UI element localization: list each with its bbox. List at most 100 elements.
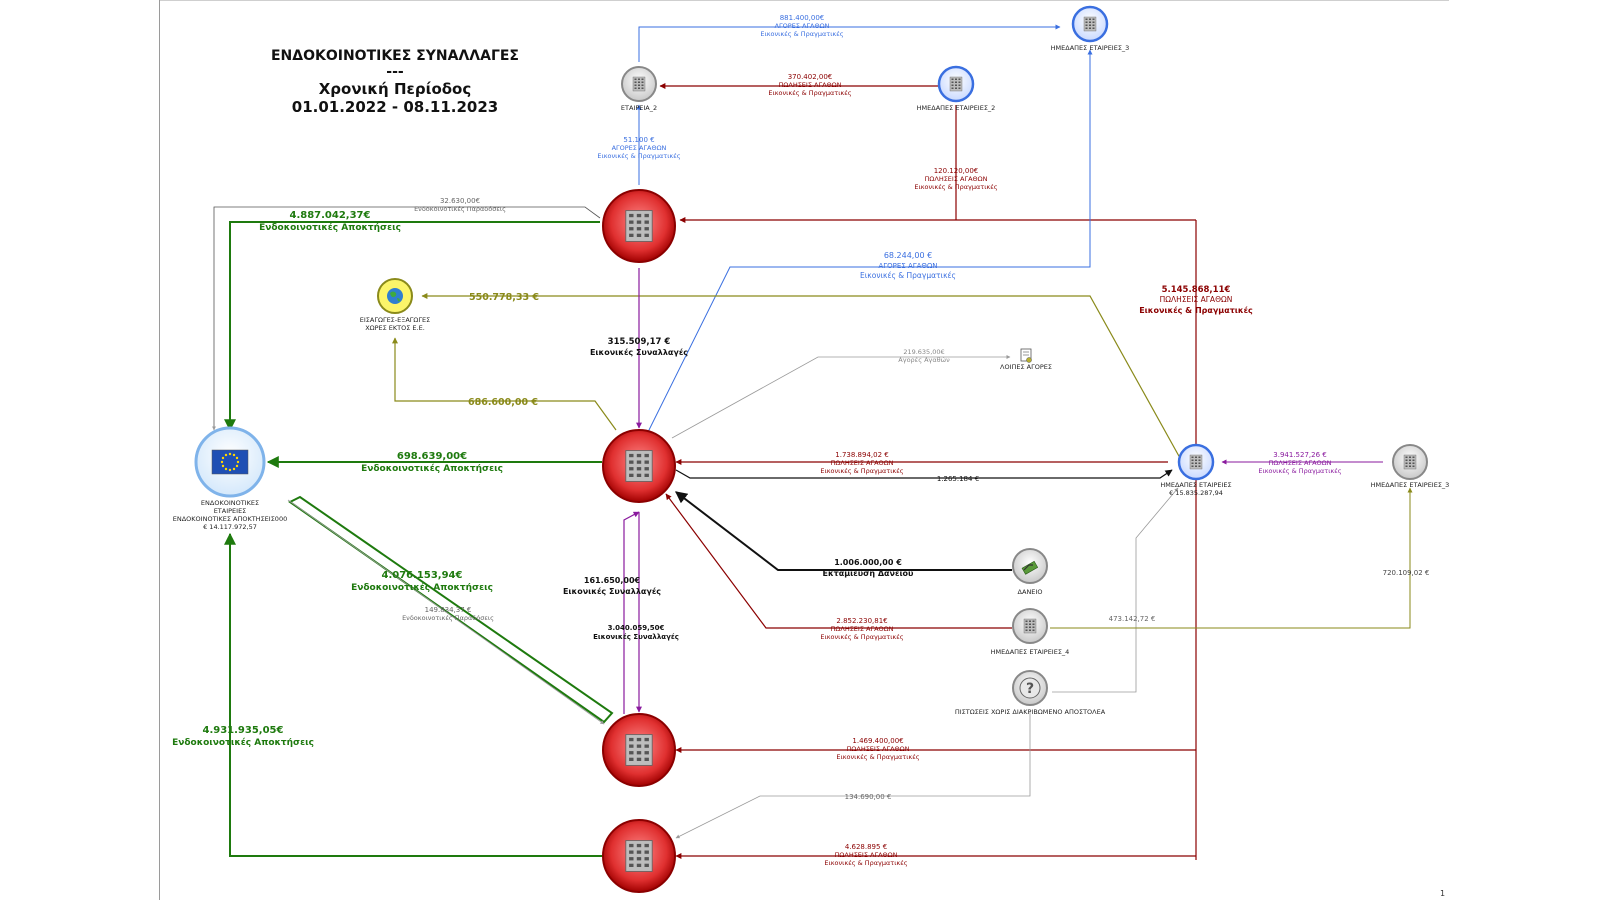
eisagoges-label-2: ΧΩΡΕΣ ΕΚΤΟΣ Ε.Ε. (365, 324, 425, 332)
company-node-main[interactable] (602, 429, 676, 503)
e550-amount: 550.778,33 € (469, 292, 539, 303)
e68-type: ΑΓΟΡΕΣ ΑΓΑΘΩΝ (878, 262, 937, 270)
hmedapes-main-label-2: € 15.835.287,94 (1169, 489, 1223, 497)
e1738-amount: 1.738.894,02 € (835, 451, 888, 459)
e4931-amount: 4.931.935,05€ (203, 725, 284, 736)
pistoseis-node[interactable]: ? (1012, 670, 1048, 706)
building-icon (1189, 454, 1203, 470)
etaireia2-node[interactable] (621, 66, 657, 102)
e1469-amount: 1.469.400,00€ (852, 737, 903, 745)
loipes-node[interactable] (1020, 348, 1032, 363)
edge-line-161[interactable] (623, 511, 640, 714)
building-icon (632, 76, 646, 92)
edge-line-720[interactable] (1050, 487, 1413, 629)
edge-line-4887[interactable] (224, 221, 600, 432)
e51-amount: 51.100 € (623, 136, 654, 144)
company-node-top[interactable] (602, 189, 676, 263)
e161-amount: 161.650,00€ (584, 576, 641, 585)
e315-sub: Εικονικές Συναλλαγές (590, 347, 688, 357)
nodes-layer: ? (194, 5, 1428, 893)
eu-flag-icon (211, 449, 249, 475)
e3040-sub: Εικονικές Συναλλαγές (593, 633, 679, 641)
e4076-sub: Ενδοκοινοτικές Αποκτήσεις (351, 582, 493, 593)
e4628-sub: Εικονικές & Πραγματικές (824, 859, 907, 867)
hmedapes3-right-node[interactable] (1392, 444, 1428, 480)
e120-amount: 120.120,00€ (934, 167, 979, 175)
e720-amount: 720.109,02 € (1383, 569, 1430, 577)
eu-node[interactable] (194, 426, 266, 498)
title-line-3: Χρονική Περίοδος (318, 80, 472, 98)
e51-type: ΑΓΟΡΕΣ ΑΓΑΘΩΝ (612, 144, 667, 152)
e219-sub: Αγορές Αγαθών (898, 356, 950, 364)
building-icon (949, 76, 963, 92)
hmedapes-main-label-1: ΗΜΕΔΑΠΕΣ ΕΤΑΙΡΕΙΕΣ (1160, 481, 1231, 489)
company-node-lower[interactable] (602, 713, 676, 787)
e4887-amount: 4.887.042,37€ (290, 210, 371, 221)
edge-line-219[interactable] (671, 355, 1011, 439)
page-top-border (159, 0, 1449, 1)
daneio-node[interactable] (1012, 548, 1048, 584)
e4931-sub: Ενδοκοινοτικές Αποκτήσεις (172, 737, 314, 748)
hmedapes-main-node[interactable] (1177, 443, 1215, 481)
edge-line-4076[interactable] (288, 495, 614, 724)
hmedapes2-node[interactable] (937, 65, 975, 103)
edge-line-550[interactable] (421, 293, 1181, 459)
eu-label-3: ΕΝΔΟΚΟΙΝΟΤΙΚΕΣ ΑΠΟΚΤΗΣΕΙΣ000 (173, 515, 287, 523)
diagram-title: ΕΝΔΟΚΟΙΝΟΤΙΚΕΣ ΣΥΝΑΛΛΑΓΕΣ --- Χρονική Πε… (255, 48, 535, 116)
eisagoges-node[interactable] (377, 278, 413, 314)
eu-label-2: ΕΤΑΙΡΕΙΕΣ (214, 507, 247, 515)
e68-sub: Εικονικές & Πραγματικές (860, 271, 956, 280)
e315-amount: 315.509,17 € (608, 337, 671, 347)
hmedapes3-right-label: ΗΜΕΔΑΠΕΣ ΕΤΑΙΡΕΙΕΣ_3 (1371, 481, 1450, 489)
e1006-amount: 1.006.000,00 € (834, 558, 902, 567)
pistoseis-label: ΠΙΣΤΩΣΕΙΣ ΧΩΡΙΣ ΔΙΑΚΡΙΒΩΜΕΝΟ ΑΠΟΣΤΟΛΕΑ (955, 708, 1106, 716)
title-line-2: --- (386, 64, 404, 80)
e149-amount: 149.834,37 € (425, 606, 472, 614)
e32-sub: Ενδοκοινοτικές Παραδόσεις (414, 205, 506, 213)
e219-amount: 219.635,00€ (903, 348, 944, 356)
edge-line-32[interactable] (212, 206, 601, 431)
edge-line-686[interactable] (392, 337, 617, 431)
hmedapes3-top-node[interactable] (1071, 5, 1109, 43)
e1738-type: ΠΩΛΗΣΕΙΣ ΑΓΑΘΩΝ (831, 459, 894, 467)
edge-line-4931[interactable] (224, 532, 604, 857)
building-icon (625, 734, 653, 766)
e370-amount: 370.402,00€ (788, 73, 833, 81)
edge-line-473[interactable] (1052, 487, 1179, 693)
edges-layer (212, 24, 1413, 860)
e881-type: ΑΓΟΡΕΣ ΑΓΑΘΩΝ (775, 22, 830, 30)
e4628-amount: 4.628.895 € (845, 843, 887, 851)
edge-line-68[interactable] (647, 49, 1093, 433)
hmedapes4-label: ΗΜΕΔΑΠΕΣ ΕΤΑΙΡΕΙΕΣ_4 (991, 648, 1070, 656)
e3040-amount: 3.040.059,50€ (608, 624, 665, 632)
svg-text:?: ? (1026, 681, 1034, 697)
eu-label-1: ΕΝΔΟΚΟΙΝΟΤΙΚΕΣ (201, 499, 259, 507)
hmedapes2-label: ΗΜΕΔΑΠΕΣ ΕΤΑΙΡΕΙΕΣ_2 (917, 104, 996, 112)
edge-line-2852[interactable] (665, 493, 1012, 629)
document-icon (1020, 348, 1032, 363)
e370-type: ΠΩΛΗΣΕΙΣ ΑΓΑΘΩΝ (779, 81, 842, 89)
e161-sub: Εικονικές Συναλλαγές (563, 586, 661, 596)
e149-sub: Ενδοκοινοτικές Παραδόσεις (402, 614, 494, 622)
question-icon: ? (1019, 677, 1041, 699)
edge-line-1265[interactable] (675, 469, 1173, 479)
e1469-sub: Εικονικές & Πραγματικές (836, 753, 919, 761)
edge-line-134[interactable] (675, 712, 1031, 839)
company-node-bottom[interactable] (602, 819, 676, 893)
eu-label-4: € 14.117.972,57 (203, 523, 257, 531)
e68-amount: 68.244,00 € (884, 251, 932, 260)
hmedapes4-node[interactable] (1012, 608, 1048, 644)
e120-type: ΠΩΛΗΣΕΙΣ ΑΓΑΘΩΝ (925, 175, 988, 183)
money-icon (1021, 560, 1039, 575)
building-icon (625, 210, 653, 242)
e1006-sub: Εκταμίευση Δανείου (823, 568, 915, 578)
building-icon (1023, 618, 1037, 634)
edge-line-149[interactable] (287, 499, 605, 725)
e2852-type: ΠΩΛΗΣΕΙΣ ΑΓΑΘΩΝ (831, 625, 894, 633)
edge-line-881[interactable] (638, 24, 1061, 62)
loipes-label: ΛΟΙΠΕΣ ΑΓΟΡΕΣ (1000, 363, 1052, 371)
e881-amount: 881.400,00€ (780, 14, 825, 22)
edge-line-1006[interactable] (675, 491, 1012, 571)
building-icon (1403, 454, 1417, 470)
e5145-sub: Εικονικές & Πραγματικές (1139, 305, 1253, 315)
